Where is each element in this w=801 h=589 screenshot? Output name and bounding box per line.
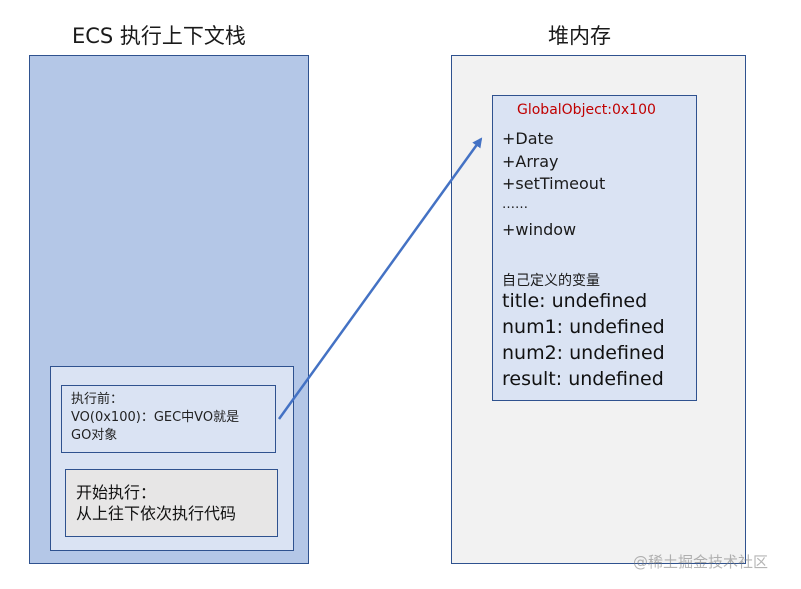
variable-entry: result: undefined — [502, 368, 664, 390]
variable-entry: num1: undefined — [502, 316, 665, 338]
heap-title: 堆内存 — [548, 24, 611, 48]
before-line: VO(0x100)：GEC中VO就是 — [71, 410, 240, 425]
arrow-line — [277, 137, 483, 420]
builtin-property: …… — [502, 197, 528, 212]
builtin-property: +setTimeout — [502, 174, 606, 193]
variable-entry: num2: undefined — [502, 342, 665, 364]
builtin-property: +Date — [502, 129, 554, 148]
builtin-property: +window — [502, 220, 577, 239]
variable-entry: title: undefined — [502, 290, 648, 312]
before-execution-box: 执行前： VO(0x100)：GEC中VO就是 GO对象 — [61, 385, 276, 453]
builtin-property: +Array — [502, 152, 559, 171]
exec-line: 开始执行： — [76, 483, 157, 502]
start-execution-box: 开始执行： 从上往下依次执行代码 — [65, 469, 278, 537]
global-object-header: GlobalObject:0x100 — [517, 102, 656, 118]
before-line: 执行前： — [71, 392, 124, 407]
custom-variables-label: 自己定义的变量 — [502, 273, 600, 289]
watermark: @稀土掘金技术社区 — [633, 553, 769, 571]
ecs-stack-title: ECS 执行上下文栈 — [72, 24, 246, 48]
before-line: GO对象 — [71, 428, 118, 443]
global-object-box — [492, 95, 697, 401]
exec-line: 从上往下依次执行代码 — [76, 504, 237, 523]
